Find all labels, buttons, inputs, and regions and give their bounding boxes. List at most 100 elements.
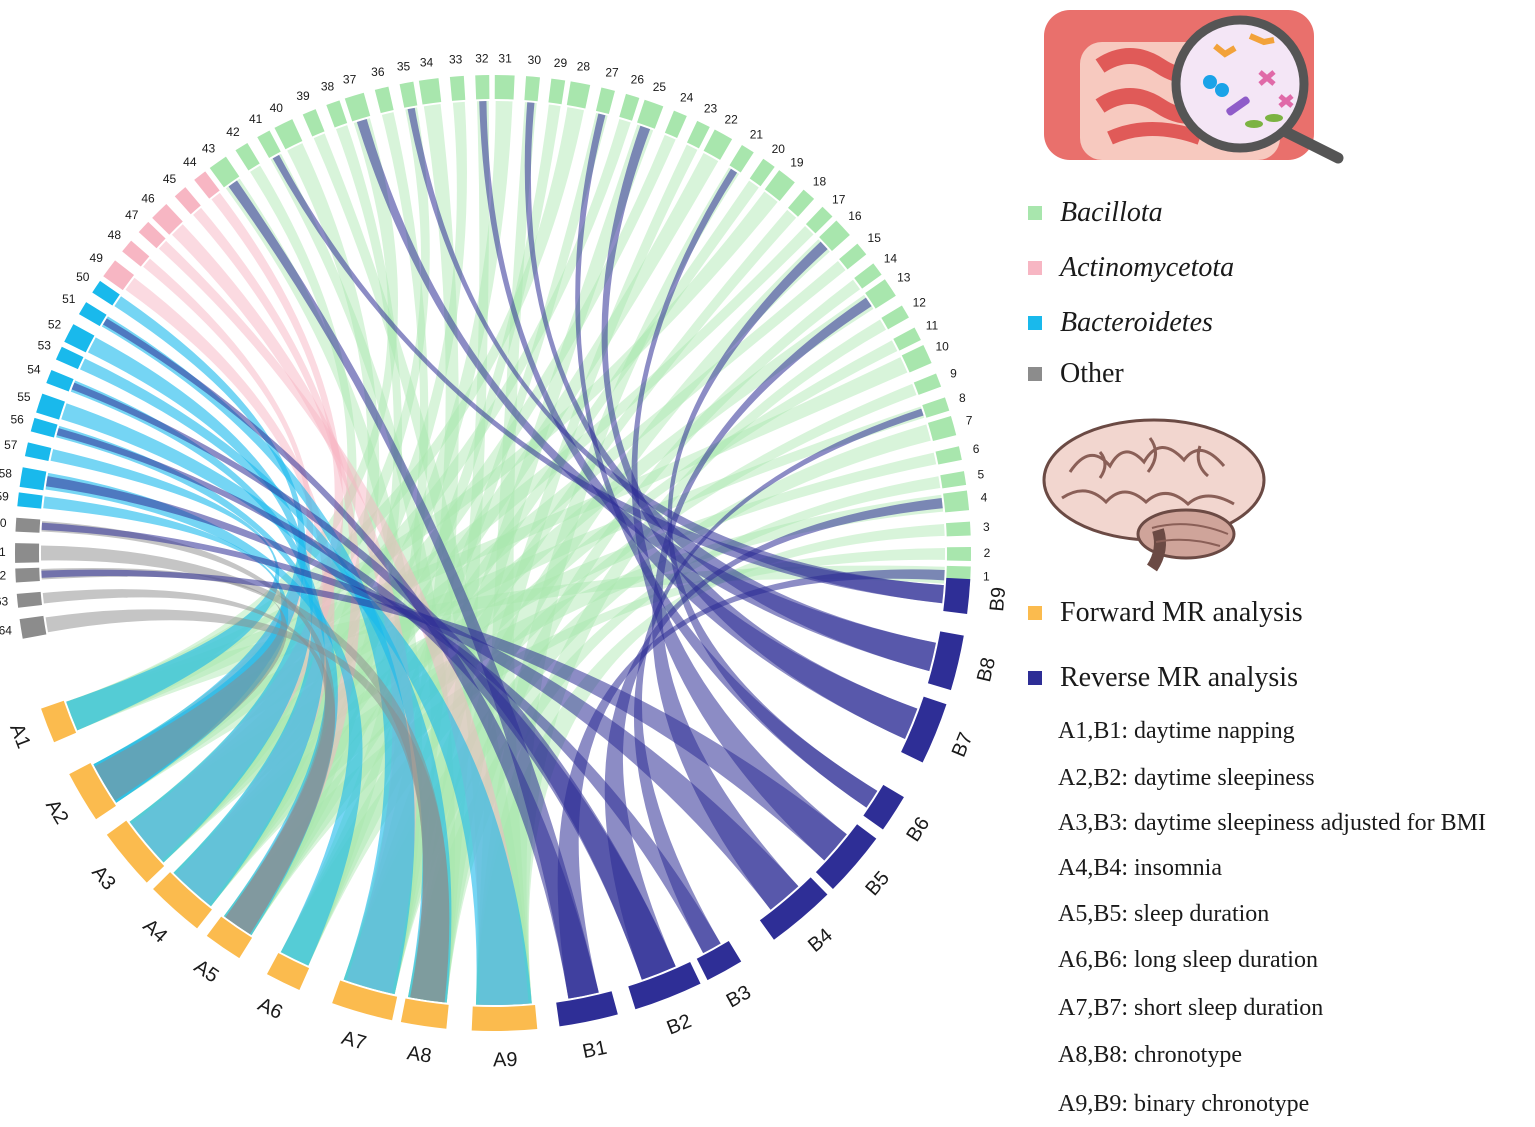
segment-label-b2: B2 xyxy=(664,1010,695,1039)
legend-swatch xyxy=(1028,316,1042,330)
segment-label-52: 52 xyxy=(48,318,62,332)
segment-33 xyxy=(449,75,466,101)
segment-label-58: 58 xyxy=(0,467,12,481)
segment-label-3: 3 xyxy=(983,520,990,534)
brain-illustration-icon xyxy=(1042,418,1266,572)
legend-label: Bacillota xyxy=(1060,197,1163,228)
segment-48 xyxy=(122,240,150,267)
definition-a5-b5: A5,B5: sleep duration xyxy=(1058,901,1270,927)
segment-38 xyxy=(326,100,348,128)
legend-swatch xyxy=(1028,367,1042,381)
segment-17 xyxy=(805,206,833,234)
legend-item-bacillota: Bacillota xyxy=(1028,197,1163,229)
segment-8 xyxy=(922,397,950,418)
segment-label-12: 12 xyxy=(913,296,927,310)
segment-label-57: 57 xyxy=(4,438,18,452)
definition-a6-b6: A6,B6: long sleep duration xyxy=(1058,947,1318,973)
segment-label-42: 42 xyxy=(226,125,240,139)
segment-label-60: 60 xyxy=(0,516,7,530)
segment-a4 xyxy=(153,872,212,929)
segment-label-23: 23 xyxy=(704,102,718,116)
segment-label-16: 16 xyxy=(848,209,862,223)
segment-b8 xyxy=(927,631,964,691)
segment-55 xyxy=(36,393,65,420)
segment-31 xyxy=(494,75,515,100)
segment-label-54: 54 xyxy=(27,363,41,377)
segment-49 xyxy=(103,260,135,291)
segment-label-62: 62 xyxy=(0,568,7,582)
segment-59 xyxy=(17,492,43,509)
segment-label-b7: B7 xyxy=(948,729,978,760)
segment-label-4: 4 xyxy=(981,491,988,505)
segment-b6 xyxy=(863,784,904,830)
segment-35 xyxy=(399,81,418,108)
definition-a4-b4: A4,B4: insomnia xyxy=(1058,855,1223,881)
segment-label-25: 25 xyxy=(653,80,667,94)
segment-label-10: 10 xyxy=(935,339,949,353)
chord-segments xyxy=(14,75,972,1032)
segment-44 xyxy=(194,171,220,199)
legend-item-actinomycetota: Actinomycetota xyxy=(1028,252,1234,284)
legend-label: Reverse MR analysis xyxy=(1060,662,1298,693)
legend-item-forward: Forward MR analysis xyxy=(1028,597,1303,629)
segment-6 xyxy=(935,446,962,465)
definition-a8-b8: A8,B8: chronotype xyxy=(1058,1042,1242,1068)
segment-22 xyxy=(703,129,733,160)
segment-label-50: 50 xyxy=(76,270,90,284)
segment-30 xyxy=(524,76,540,102)
segment-label-51: 51 xyxy=(62,292,76,306)
segment-label-a2: A2 xyxy=(41,796,72,828)
segment-label-b9: B9 xyxy=(986,586,1010,612)
segment-b4 xyxy=(759,877,828,940)
segment-51 xyxy=(78,302,107,327)
segment-9 xyxy=(913,373,942,395)
segment-40 xyxy=(274,119,303,150)
segment-37 xyxy=(344,92,371,122)
segment-a3 xyxy=(106,820,165,883)
segment-4 xyxy=(943,490,970,513)
segment-label-53: 53 xyxy=(38,339,52,353)
segment-b5 xyxy=(815,824,877,890)
segment-label-1: 1 xyxy=(983,569,990,583)
segment-5 xyxy=(940,471,967,489)
segment-57 xyxy=(24,442,52,461)
segment-13 xyxy=(865,279,896,309)
segment-label-a9: A9 xyxy=(493,1049,518,1072)
segment-label-34: 34 xyxy=(420,56,434,70)
segment-label-28: 28 xyxy=(577,60,591,74)
segment-b3 xyxy=(696,940,742,981)
legend-label: Actinomycetota xyxy=(1060,252,1235,283)
segment-11 xyxy=(893,327,921,351)
segment-a9 xyxy=(471,1005,538,1032)
chord-ribbons xyxy=(41,101,946,1006)
segment-label-21: 21 xyxy=(750,127,764,141)
definition-a9-b9: A9,B9: binary chronotype xyxy=(1058,1091,1310,1117)
segment-12 xyxy=(881,305,909,330)
segment-42 xyxy=(235,142,260,171)
segment-a6 xyxy=(266,953,310,991)
segment-label-32: 32 xyxy=(475,51,489,65)
segment-34 xyxy=(418,78,442,105)
segment-56 xyxy=(30,417,58,438)
segment-label-b4: B4 xyxy=(804,924,837,957)
legend-swatch xyxy=(1028,671,1042,685)
segment-15 xyxy=(839,243,867,270)
definition-a1-b1: A1,B1: daytime napping xyxy=(1058,718,1295,744)
segment-label-44: 44 xyxy=(183,155,197,169)
segment-label-30: 30 xyxy=(528,53,542,67)
segment-label-36: 36 xyxy=(371,65,385,79)
segment-52 xyxy=(64,324,95,353)
chord-ribbon xyxy=(223,547,946,936)
segment-a8 xyxy=(400,998,449,1029)
segment-46 xyxy=(152,204,183,235)
segment-label-b6: B6 xyxy=(902,813,934,846)
segment-label-40: 40 xyxy=(270,101,284,115)
segment-label-49: 49 xyxy=(90,251,104,265)
segment-20 xyxy=(749,158,775,187)
legend-swatch xyxy=(1028,206,1042,220)
chord-ribbon xyxy=(408,279,861,1003)
segment-label-45: 45 xyxy=(163,172,177,186)
segment-a2 xyxy=(69,763,116,820)
segment-27 xyxy=(595,87,615,115)
chord-ribbon xyxy=(93,406,925,803)
